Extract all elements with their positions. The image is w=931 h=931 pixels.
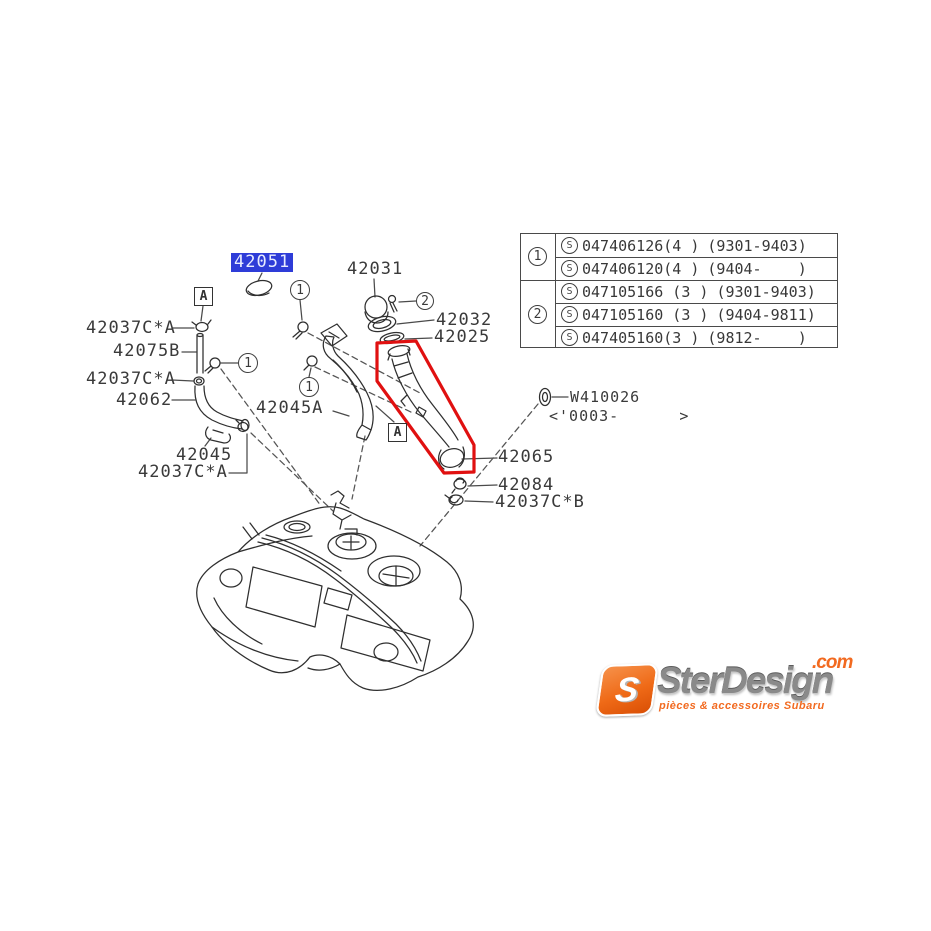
part-label-42051-selected[interactable]: 42051 bbox=[231, 253, 294, 272]
fuel-cap-assembly-drawing bbox=[364, 294, 405, 345]
logo-tld-text: .com bbox=[812, 652, 853, 673]
supplier-mark-icon: S bbox=[561, 283, 578, 300]
table-row: S 047105160 (3 ) (9404-9811) bbox=[556, 303, 837, 326]
vendor-logo: S SterDesign .com pièces & accessoires S… bbox=[595, 652, 867, 720]
part-label-42037ca-2: 42037C*A bbox=[86, 369, 176, 389]
supplier-mark-icon: S bbox=[561, 306, 578, 323]
part-label-42084: 42084 bbox=[498, 475, 555, 495]
logo-monogram-icon: S bbox=[595, 663, 659, 717]
hardware-parts-table: 1 2 S 047406126(4 ) (9301-9403) S 047406… bbox=[520, 233, 838, 348]
callout-1-top: 1 bbox=[290, 280, 310, 300]
part-label-42037ca-1: 42037C*A bbox=[86, 318, 176, 338]
table-row: S 047405160(3 ) (9812- ) bbox=[556, 326, 837, 349]
filler-pipe-protector-drawing bbox=[320, 323, 374, 441]
ref-box-a-left: A bbox=[194, 287, 213, 306]
filler-pipe-drawing bbox=[387, 344, 465, 470]
table-column-divider bbox=[555, 234, 556, 347]
table-row-divider bbox=[555, 303, 837, 304]
part-label-42037ca-3: 42037C*A bbox=[138, 462, 228, 482]
clamp-and-clip-drawing bbox=[444, 477, 467, 506]
vent-hose-assembly-drawing bbox=[191, 319, 318, 444]
table-part-number: 047406120(4 ) bbox=[582, 259, 700, 278]
part-label-42065: 42065 bbox=[498, 447, 555, 467]
table-row-divider bbox=[555, 257, 837, 258]
table-part-number: 047105166 (3 ) bbox=[582, 282, 709, 301]
leader-lines bbox=[171, 272, 569, 503]
cap-seal-drawing bbox=[245, 279, 273, 297]
table-date-range: (9301-9403) bbox=[716, 282, 816, 301]
table-date-range: (9812- ) bbox=[707, 328, 807, 347]
table-date-range: (9301-9403) bbox=[707, 236, 807, 255]
part-label-42075b: 42075B bbox=[113, 341, 181, 361]
part-label-w410026-range: <'0003- > bbox=[549, 407, 690, 425]
table-ref-2: 2 bbox=[528, 305, 547, 324]
part-label-42062: 42062 bbox=[116, 390, 173, 410]
callout-2-cap: 2 bbox=[416, 292, 434, 310]
table-row: S 047406126(4 ) (9301-9403) bbox=[556, 234, 837, 257]
fuel-tank-drawing bbox=[196, 490, 474, 691]
table-row: S 047105166 (3 ) (9301-9403) bbox=[556, 280, 837, 303]
table-date-range: (9404-9811) bbox=[716, 305, 816, 324]
part-label-w410026: W410026 bbox=[570, 388, 641, 406]
table-part-number: 047405160(3 ) bbox=[582, 328, 700, 347]
table-date-range: (9404- ) bbox=[707, 259, 807, 278]
logo-tagline-text: pièces & accessoires Subaru bbox=[659, 700, 825, 712]
part-label-42037cb: 42037C*B bbox=[495, 492, 585, 512]
logo-brand-text: SterDesign bbox=[657, 660, 834, 701]
part-label-42045a: 42045A bbox=[256, 398, 324, 418]
ref-box-a-pipe: A bbox=[388, 423, 407, 442]
supplier-mark-icon: S bbox=[561, 329, 578, 346]
part-label-42031: 42031 bbox=[347, 259, 404, 279]
table-group-divider bbox=[521, 280, 837, 281]
table-row: S 047406120(4 ) (9404- ) bbox=[556, 257, 837, 280]
red-highlight-outline bbox=[375, 339, 476, 475]
table-part-number: 047105160 (3 ) bbox=[582, 305, 709, 324]
supplier-mark-icon: S bbox=[561, 260, 578, 277]
part-label-42032: 42032 bbox=[436, 310, 493, 330]
grommet-drawing bbox=[538, 387, 552, 407]
table-ref-1: 1 bbox=[528, 247, 547, 266]
dashed-guide-lines bbox=[220, 332, 539, 547]
part-label-42045: 42045 bbox=[176, 445, 233, 465]
supplier-mark-icon: S bbox=[561, 237, 578, 254]
table-row-divider bbox=[555, 326, 837, 327]
logo-monogram-letter: S bbox=[612, 670, 642, 709]
table-part-number: 047406126(4 ) bbox=[582, 236, 700, 255]
callout-1-left: 1 bbox=[238, 353, 258, 373]
callout-1-middle: 1 bbox=[299, 377, 319, 397]
part-label-42025: 42025 bbox=[434, 327, 491, 347]
